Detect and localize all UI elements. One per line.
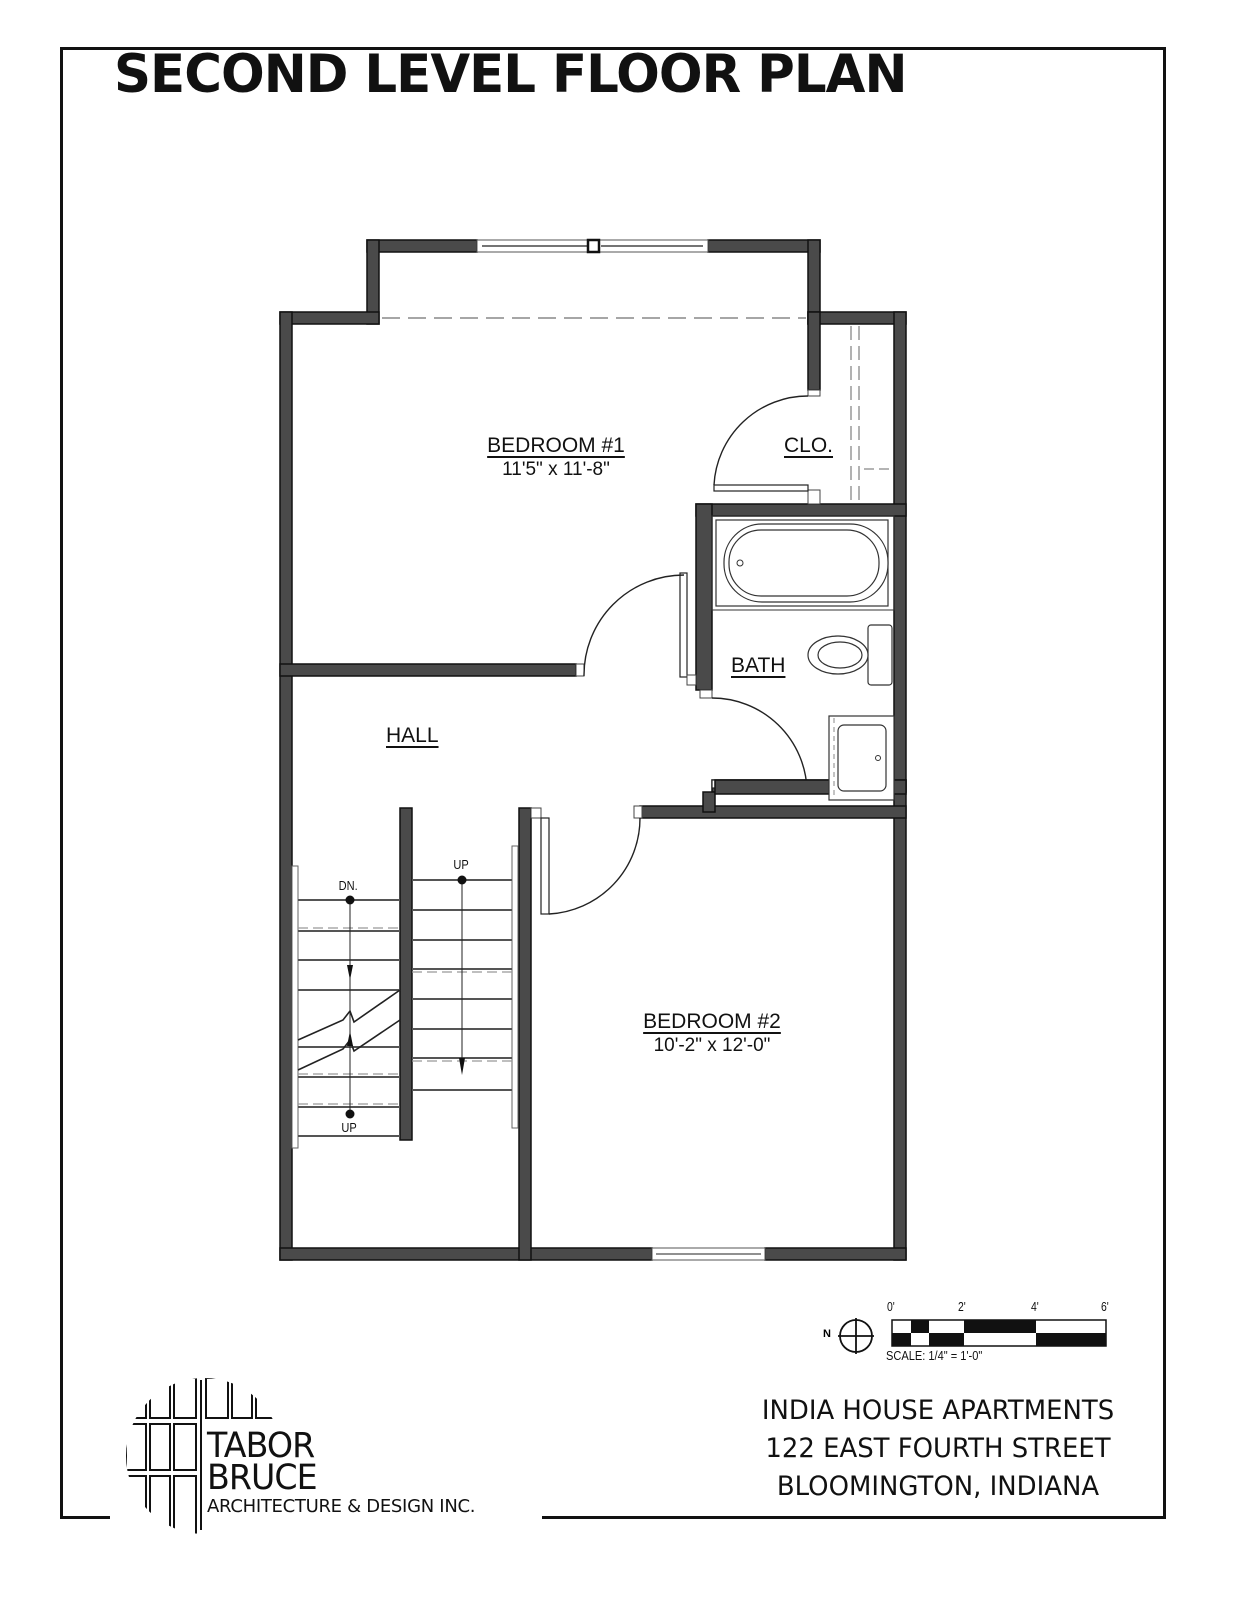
- stair-label-up-left: UP: [341, 1120, 357, 1135]
- border-gap: [110, 1510, 542, 1524]
- bath-door: [711, 697, 808, 791]
- room-label-closet: CLO.: [784, 434, 833, 458]
- room-name: BATH: [731, 654, 786, 677]
- scale-tick: 6': [1100, 1299, 1109, 1314]
- project-address: 122 EAST FOURTH STREET: [765, 1433, 1111, 1464]
- firm-line1: TABOR: [207, 1426, 315, 1466]
- room-dimensions: 11'5" x 11'-8": [502, 459, 610, 480]
- scale-tick: 0': [886, 1299, 895, 1314]
- project-name: INDIA HOUSE APARTMENTS: [761, 1395, 1115, 1426]
- bedroom1-door: [583, 572, 697, 686]
- room-label-bath: BATH: [731, 654, 785, 678]
- room-name: BEDROOM #2: [643, 1010, 781, 1033]
- sheet-title: SECOND LEVEL FLOOR PLAN: [114, 44, 907, 105]
- bedroom2-walls: [518, 779, 907, 1261]
- bathtub: [711, 515, 895, 611]
- firm-line3: ARCHITECTURE & DESIGN INC.: [207, 1496, 476, 1517]
- room-name: HALL: [386, 724, 439, 747]
- stair-label-up-right: UP: [453, 857, 469, 872]
- window-bottom: [651, 1247, 766, 1261]
- room-label-bedroom2: BEDROOM #2 10'-2" x 12'-0": [622, 1010, 802, 1057]
- vanity-sink: [828, 715, 895, 801]
- room-name: BEDROOM #1: [487, 434, 625, 457]
- bedroom2-door: [540, 817, 641, 915]
- stair-center-wall: [399, 807, 413, 1141]
- stair-handrails: [291, 845, 519, 1149]
- project-city: BLOOMINGTON, INDIANA: [776, 1471, 1100, 1502]
- sheet-border: [60, 47, 1166, 1519]
- room-label-hall: HALL: [386, 724, 439, 748]
- firm-name: TABOR BRUCE ARCHITECTURE & DESIGN INC.: [207, 1426, 476, 1518]
- scale-note: SCALE: 1/4" = 1'-0": [886, 1348, 983, 1363]
- north-arrow-icon: [838, 1318, 874, 1354]
- north-label: N: [823, 1328, 831, 1340]
- scale-tick: 4': [1030, 1299, 1039, 1314]
- firm-line2: BRUCE: [207, 1458, 318, 1498]
- stair-left-treads: [297, 895, 401, 1137]
- room-dimensions: 10'-2" x 12'-0": [653, 1035, 771, 1056]
- stair-label-down: DN.: [338, 878, 358, 893]
- bedroom1-wall: [279, 663, 585, 677]
- toilet: [807, 624, 893, 686]
- room-label-bedroom1: BEDROOM #1 11'5" x 11'-8": [466, 434, 646, 481]
- closet-shelf: [850, 326, 893, 504]
- closet-door: [713, 395, 809, 492]
- scale-bar: [891, 1319, 1107, 1347]
- scale-tick: 2': [957, 1299, 966, 1314]
- project-info: INDIA HOUSE APARTMENTS 122 EAST FOURTH S…: [736, 1392, 1139, 1506]
- window-top: [476, 238, 709, 254]
- room-name: CLO.: [784, 434, 834, 457]
- stair-right-treads: [412, 875, 512, 1091]
